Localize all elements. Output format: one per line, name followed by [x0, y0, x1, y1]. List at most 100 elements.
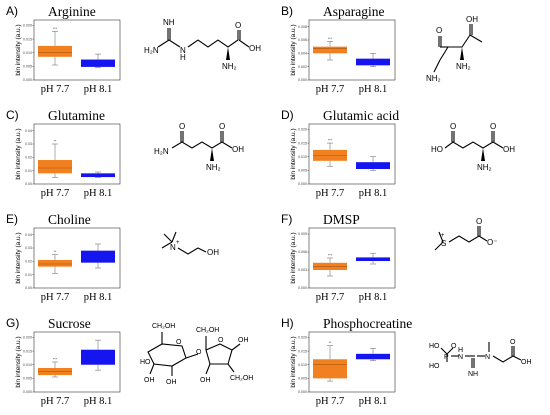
atom-o: O [490, 122, 496, 131]
y-tick-label: 0.00 [25, 286, 32, 290]
atom-ch2oh-top-left: CH₂OH [152, 323, 175, 330]
y-axis-label: bin intensity (a.u.) [290, 336, 297, 387]
atom-oh: OH [232, 145, 244, 154]
x-tick-label: pH 7.7 [316, 396, 345, 407]
significance-stars: *** [328, 254, 333, 258]
box-ph81 [356, 353, 390, 360]
atom-o-glycosidic: O [196, 349, 202, 356]
y-tick-label: 0.008 [298, 25, 307, 29]
plot-frame [308, 123, 396, 185]
panel-title: Sucrose [48, 316, 91, 331]
atom-h: H [180, 53, 186, 62]
plot-frame [33, 331, 121, 393]
significance-stars: *** [328, 139, 333, 143]
y-tick-label: 0.00 [25, 182, 32, 186]
atom-nh2: NH₂ [477, 163, 492, 172]
plot-frame [308, 331, 396, 393]
x-tick-label: pH 8.1 [84, 292, 113, 303]
atom-nh2: NH₂ [456, 62, 471, 71]
y-tick-label: 0.04 [25, 129, 32, 133]
y-tick-label: 0.02 [25, 260, 32, 264]
atom-o: O [219, 122, 225, 131]
atom-p: P [444, 354, 449, 361]
atom-nh: NH [468, 371, 478, 378]
significance-stars: *** [53, 27, 58, 31]
y-tick-label: 0.005 [298, 169, 307, 173]
atom-oh: OH [521, 359, 532, 366]
y-tick-label: 0.000 [298, 390, 307, 394]
x-tick-label: pH 7.7 [41, 396, 70, 407]
panel-title: Asparagine [323, 4, 385, 19]
y-tick-label: 0.010 [23, 51, 32, 55]
y-tick-label: 0.000 [298, 286, 307, 290]
significance-stars: *** [328, 37, 333, 41]
box-ph81 [81, 59, 115, 67]
plot-frame [33, 227, 121, 289]
atom-oh-3: OH [238, 337, 249, 344]
y-axis-label: bin intensity (a.u.) [15, 232, 22, 283]
y-tick-label: 0.010 [298, 155, 307, 159]
x-tick-label: pH 8.1 [359, 292, 388, 303]
panel-letter: B) [281, 4, 293, 18]
structure-glutamine: O H₂N O OH NH₂ [154, 122, 244, 172]
y-axis-label: bin intensity (a.u.) [15, 128, 22, 179]
atom-oh: OH [466, 15, 478, 24]
y-tick-label: 0.020 [23, 336, 32, 340]
structure-asparagine: O OH NH₂ NH₂ [426, 15, 483, 83]
atom-o: O [235, 21, 241, 30]
x-tick-label: pH 8.1 [359, 188, 388, 199]
x-tick-label: pH 7.7 [316, 84, 345, 95]
y-tick-label: 0.002 [298, 65, 307, 69]
plot-frame [33, 123, 121, 185]
y-tick-label: 0.02 [25, 156, 32, 160]
y-tick-label: 0.005 [23, 65, 32, 69]
y-tick-label: 0.015 [298, 141, 307, 145]
atom-o-phosphate: O [451, 343, 457, 350]
atom-ho: HO [431, 145, 443, 154]
panel-letter: H) [281, 316, 294, 330]
atom-nh2: NH₂ [222, 62, 237, 71]
atom-n-2: N [485, 354, 490, 361]
y-tick-label: 0.020 [23, 24, 32, 28]
box-ph81 [356, 58, 390, 66]
x-tick-label: pH 8.1 [84, 188, 113, 199]
panel-title: Glutamic acid [323, 108, 400, 123]
charge-plus: + [441, 233, 445, 239]
structure-glutamic-acid: O HO O OH NH₂ [431, 122, 515, 172]
atom-nh2: NH₂ [206, 163, 221, 172]
y-tick-label: 0.000 [23, 390, 32, 394]
box-ph77 [38, 45, 72, 57]
panel-title: Glutamine [48, 108, 105, 123]
y-axis-label: bin intensity (a.u.) [15, 336, 22, 387]
y-axis-label: bin intensity (a.u.) [15, 24, 22, 75]
atom-oh: OH [207, 248, 219, 257]
y-tick-label: 0.006 [298, 250, 307, 254]
y-tick-label: 0.010 [23, 363, 32, 367]
atom-o-amide: O [179, 122, 185, 131]
panel-title: DMSP [323, 212, 360, 227]
box-ph81 [81, 250, 115, 263]
atom-oh-2: OH [166, 379, 177, 386]
panel-letter: D) [281, 108, 294, 122]
y-tick-label: 0.020 [298, 336, 307, 340]
panel-title: Phosphocreatine [323, 316, 413, 331]
y-tick-label: 0.000 [23, 78, 32, 82]
charge-plus: + [176, 240, 180, 246]
panel-letter: G) [6, 316, 20, 330]
atom-o: O [476, 217, 482, 226]
y-tick-label: 0.03 [25, 246, 32, 250]
y-tick-label: 0.000 [298, 78, 307, 82]
panel-letter: F) [281, 212, 293, 226]
x-tick-label: pH 8.1 [359, 396, 388, 407]
box-ph81 [81, 349, 115, 365]
box-ph77 [313, 359, 347, 379]
y-tick-label: 0.015 [23, 349, 32, 353]
